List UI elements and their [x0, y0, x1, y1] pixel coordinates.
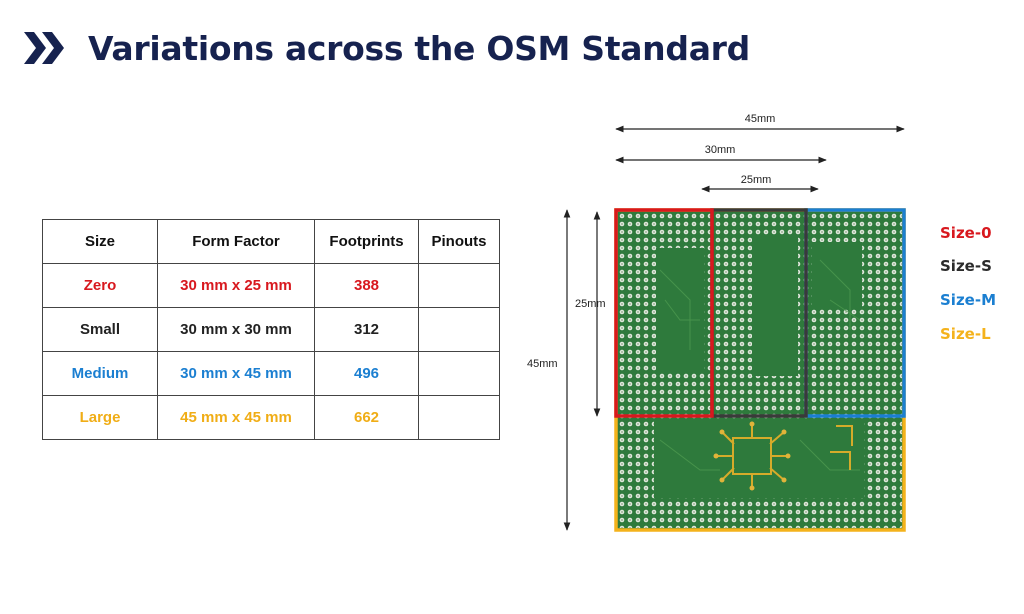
- cell-footprints: 388: [314, 263, 419, 308]
- inner-region: [654, 420, 864, 498]
- header-pinouts: Pinouts: [418, 219, 500, 264]
- dim-45mm-top-label: 45mm: [745, 113, 776, 125]
- dim-45mm-side-label: 45mm: [527, 358, 558, 370]
- dim-25mm-top-label: 25mm: [741, 174, 772, 186]
- osm-size-table: Size Form Factor Footprints Pinouts Zero…: [42, 219, 500, 440]
- table-row: Zero 30 mm x 25 mm 388: [42, 263, 500, 308]
- table-row: Large 45 mm x 45 mm 662: [42, 395, 500, 440]
- cell-form-factor: 30 mm x 30 mm: [157, 307, 315, 352]
- dim-25mm-side-label: 25mm: [575, 298, 606, 310]
- table-header-row: Size Form Factor Footprints Pinouts: [42, 219, 500, 264]
- gold-pad-dots: [713, 421, 791, 491]
- cell-pinouts: [418, 395, 500, 440]
- cell-size: Zero: [42, 263, 158, 308]
- cell-pinouts: [418, 351, 500, 396]
- legend-size-l: Size-L: [940, 325, 991, 343]
- cell-footprints: 662: [314, 395, 419, 440]
- dim-30mm-label: 30mm: [705, 144, 736, 156]
- double-chevron-icon: [24, 32, 64, 64]
- legend-size-m: Size-M: [940, 291, 997, 309]
- legend-size-0: Size-0: [940, 224, 992, 242]
- inner-region: [812, 242, 862, 308]
- cell-form-factor: 30 mm x 45 mm: [157, 351, 315, 396]
- cell-footprints: 496: [314, 351, 419, 396]
- header-size: Size: [42, 219, 158, 264]
- slide-header: Variations across the OSM Standard: [22, 22, 750, 74]
- gold-chip-pads: [716, 424, 853, 488]
- cell-form-factor: 30 mm x 25 mm: [157, 263, 315, 308]
- cell-form-factor: 45 mm x 45 mm: [157, 395, 315, 440]
- inner-region: [752, 236, 798, 376]
- header-form-factor: Form Factor: [157, 219, 315, 264]
- slide-title: Variations across the OSM Standard: [88, 28, 750, 68]
- size-0-outline: [614, 208, 714, 418]
- legend-size-s: Size-S: [940, 257, 992, 275]
- inner-region: [656, 248, 704, 372]
- cell-size: Large: [42, 395, 158, 440]
